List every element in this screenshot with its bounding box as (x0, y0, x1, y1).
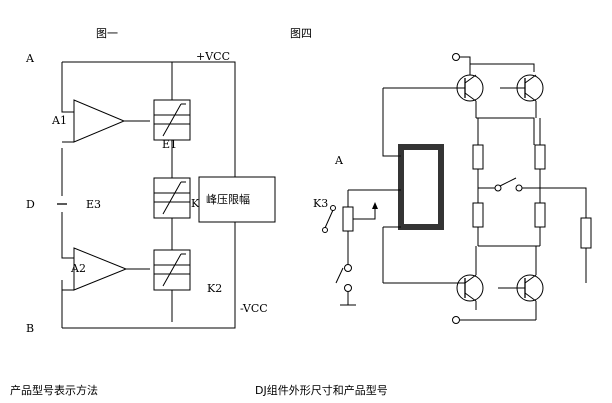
amplifier-a2 (73, 247, 128, 291)
label-vcc-neg: -VCC (240, 302, 268, 315)
terminal-bottom (452, 316, 460, 324)
label-a: A (25, 52, 35, 65)
transistor-q2 (516, 74, 544, 118)
resistor-k3 (342, 206, 354, 232)
label-a1: A1 (51, 114, 67, 127)
label-vcc-pos: +VCC (196, 50, 230, 63)
label-b: B (26, 322, 34, 335)
figure-4-title: 图四 (290, 27, 312, 40)
label-k3: K3 (313, 197, 328, 210)
resistor-r1 (472, 144, 484, 170)
amplifier-a1 (73, 99, 126, 143)
label-e3: E3 (86, 198, 101, 211)
figure-1-title: 图一 (96, 27, 118, 40)
resistor-r3 (534, 144, 546, 170)
label-e1: E1 (162, 138, 177, 151)
label-a2: A2 (70, 262, 86, 275)
caption-right: DJ组件外形尺寸和产品型号 (255, 383, 388, 397)
label-d: D (26, 198, 35, 211)
resistor-r2 (472, 202, 484, 228)
resistor-r4 (534, 202, 546, 228)
caption-left: 产品型号表示方法 (10, 383, 98, 397)
transistor-q4 (516, 246, 544, 320)
label-k2: K2 (207, 282, 222, 295)
limiter-box-label: 峰压限幅 (206, 193, 250, 206)
varistor-e1 (153, 99, 191, 141)
chip-block (398, 144, 444, 230)
transistor-q3 (456, 246, 484, 310)
varistor-e2 (153, 177, 191, 219)
resistor-load (580, 217, 592, 249)
figure-1: 图一 (25, 27, 276, 335)
label-k-mid: K (191, 197, 200, 210)
terminal-top (452, 53, 460, 61)
varistor-bottom (153, 249, 191, 291)
figure-4: 图四 (290, 27, 592, 324)
label-a-fig4: A (334, 154, 344, 167)
transistor-q1 (456, 72, 484, 118)
limiter-box (198, 176, 276, 223)
